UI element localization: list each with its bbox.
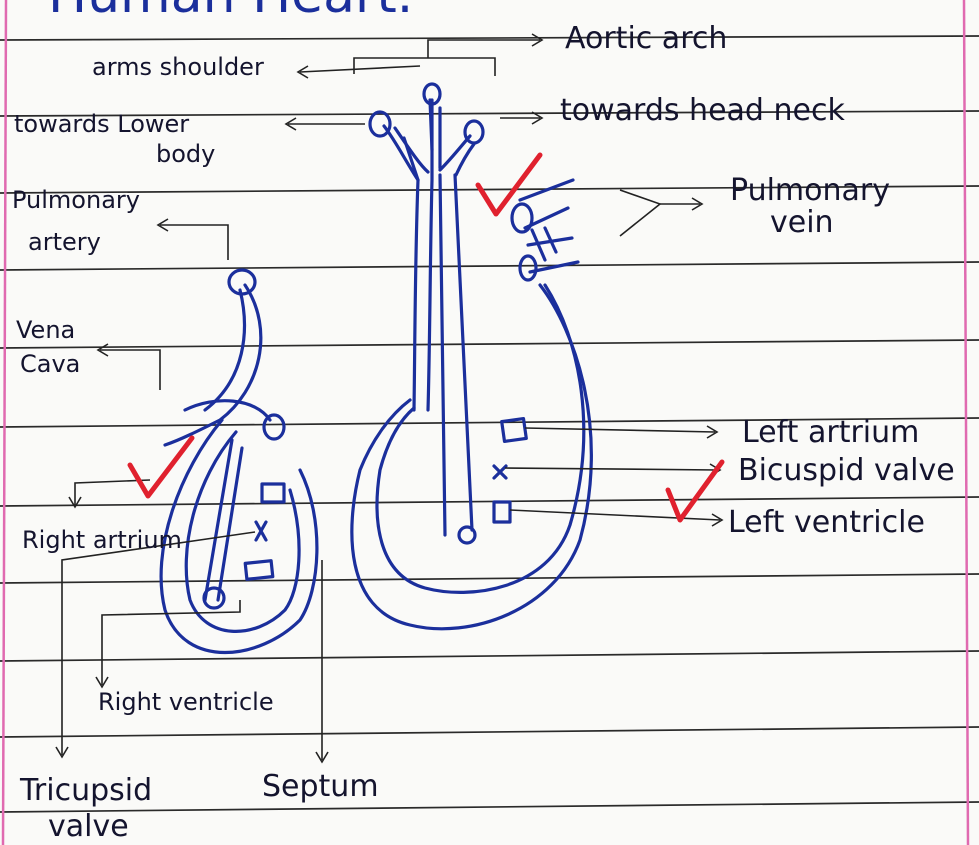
right-margin-line <box>964 0 968 845</box>
label-towards-lower-1: towards Lower <box>14 110 189 138</box>
label-head-neck: towards head neck <box>560 93 845 128</box>
label-pulmonary-artery-1: Pulmonary <box>12 186 140 214</box>
diagram-labels: Aortic arch arms shoulder towards Lower … <box>12 21 955 844</box>
label-right-atrium: Right artrium <box>22 526 182 554</box>
label-right-ventricle: Right ventricle <box>98 688 274 716</box>
label-tricuspid-1: Tricupsid <box>19 773 152 808</box>
label-pulmonary-vein-2: vein <box>770 205 834 240</box>
label-tricuspid-2: valve <box>48 809 129 844</box>
label-pulmonary-artery-2: artery <box>28 228 101 256</box>
label-arms-shoulder: arms shoulder <box>92 53 264 81</box>
check-mark-icon <box>668 462 722 520</box>
label-bicuspid-valve: Bicuspid valve <box>738 453 955 488</box>
label-left-ventricle: Left ventricle <box>728 505 925 540</box>
label-vena-cava-1: Vena <box>16 316 75 344</box>
label-vena-cava-2: Cava <box>20 350 80 378</box>
left-margin-line <box>3 0 6 845</box>
label-left-atrium: Left artrium <box>742 415 919 450</box>
page-title: Human Heart. <box>48 0 413 25</box>
label-septum: Septum <box>262 769 379 804</box>
label-towards-lower-2: body <box>156 140 215 168</box>
label-pulmonary-vein-1: Pulmonary <box>730 173 890 208</box>
check-mark-icon <box>478 155 540 214</box>
check-marks <box>130 155 722 520</box>
label-aortic-arch: Aortic arch <box>565 21 727 56</box>
